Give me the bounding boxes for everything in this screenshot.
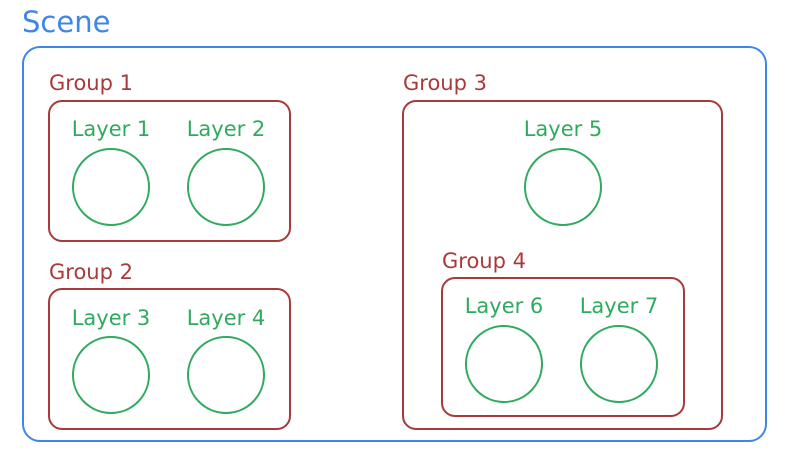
layer-4-circle [187, 336, 265, 414]
group-1-label: Group 1 [49, 71, 133, 95]
group-3-label: Group 3 [403, 71, 487, 95]
group-3-box [402, 100, 723, 430]
group-2-box [48, 288, 291, 430]
layer-3-label: Layer 3 [71, 306, 151, 330]
layer-2-label: Layer 2 [186, 117, 266, 141]
layer-2-circle [187, 148, 265, 226]
group-4-label: Group 4 [442, 249, 526, 273]
layer-5-label: Layer 5 [523, 117, 603, 141]
layer-6-circle [465, 325, 543, 403]
layer-5-circle [524, 148, 602, 226]
scene-label: Scene [22, 5, 111, 39]
layer-7-circle [580, 325, 658, 403]
layer-1-label: Layer 1 [71, 117, 151, 141]
group-2-label: Group 2 [49, 260, 133, 284]
group-4-box [441, 277, 685, 417]
layer-4-label: Layer 4 [186, 306, 266, 330]
scene-container [22, 46, 767, 442]
group-1-box [48, 100, 291, 242]
layer-3-circle [72, 336, 150, 414]
layer-1-circle [72, 148, 150, 226]
layer-7-label: Layer 7 [579, 294, 659, 318]
layer-6-label: Layer 6 [464, 294, 544, 318]
